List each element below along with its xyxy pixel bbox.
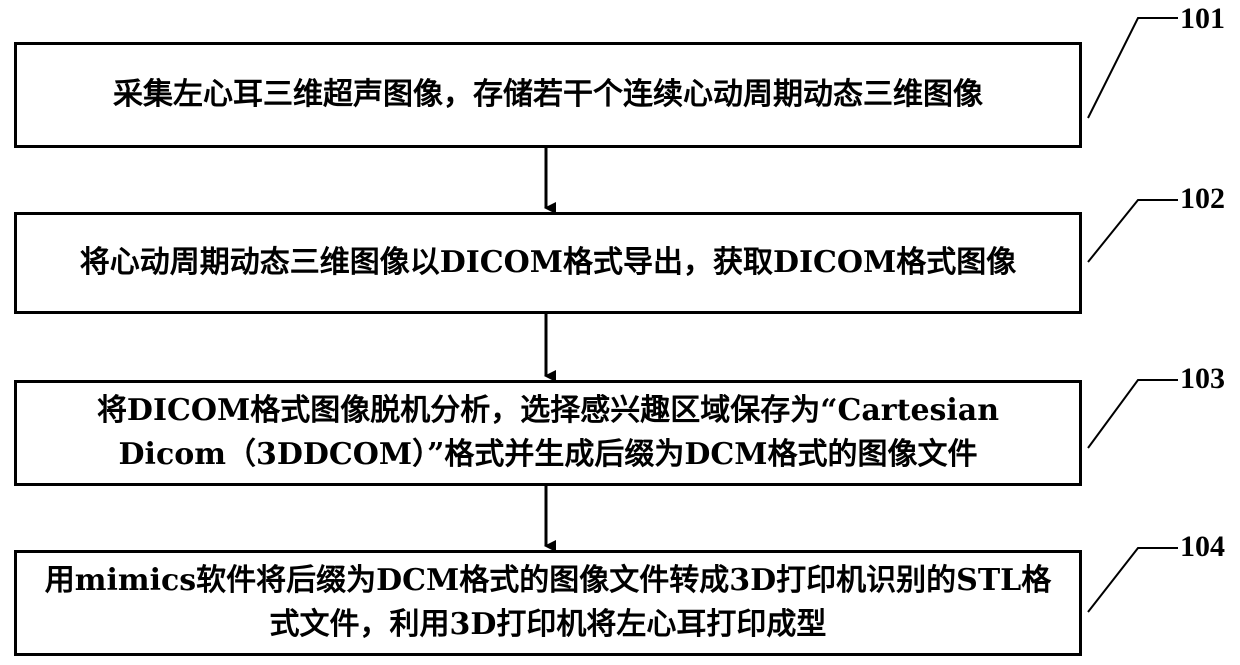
step-text-101: 采集左心耳三维超声图像，存储若干个连续心动周期动态三维图像 [113, 73, 983, 117]
step-text-102: 将心动周期动态三维图像以DICOM格式导出，获取DICOM格式图像 [80, 241, 1017, 285]
leader-103 [1088, 380, 1178, 448]
step-text-104-line1: 用mimics软件将后缀为DCM格式的图像文件转成3D打印机识别的STL格 [45, 559, 1052, 603]
step-number-101: 101 [1180, 2, 1225, 36]
step-text-103-line2: Dicom（3DDCOM）”格式并生成后缀为DCM格式的图像文件 [119, 433, 978, 477]
step-number-104: 104 [1180, 530, 1225, 564]
leader-101 [1088, 18, 1178, 118]
step-box-104: 用mimics软件将后缀为DCM格式的图像文件转成3D打印机识别的STL格 式文… [14, 550, 1082, 656]
step-box-102: 将心动周期动态三维图像以DICOM格式导出，获取DICOM格式图像 [14, 212, 1082, 314]
leader-102 [1088, 200, 1178, 262]
step-text-103-line1: 将DICOM格式图像脱机分析，选择感兴趣区域保存为“Cartesian [97, 389, 999, 433]
step-number-102: 102 [1180, 182, 1225, 216]
step-box-101: 采集左心耳三维超声图像，存储若干个连续心动周期动态三维图像 [14, 42, 1082, 148]
step-text-104-line2: 式文件，利用3D打印机将左心耳打印成型 [270, 603, 827, 647]
step-number-103: 103 [1180, 362, 1225, 396]
step-box-103: 将DICOM格式图像脱机分析，选择感兴趣区域保存为“Cartesian Dico… [14, 380, 1082, 486]
leader-104 [1088, 548, 1178, 612]
